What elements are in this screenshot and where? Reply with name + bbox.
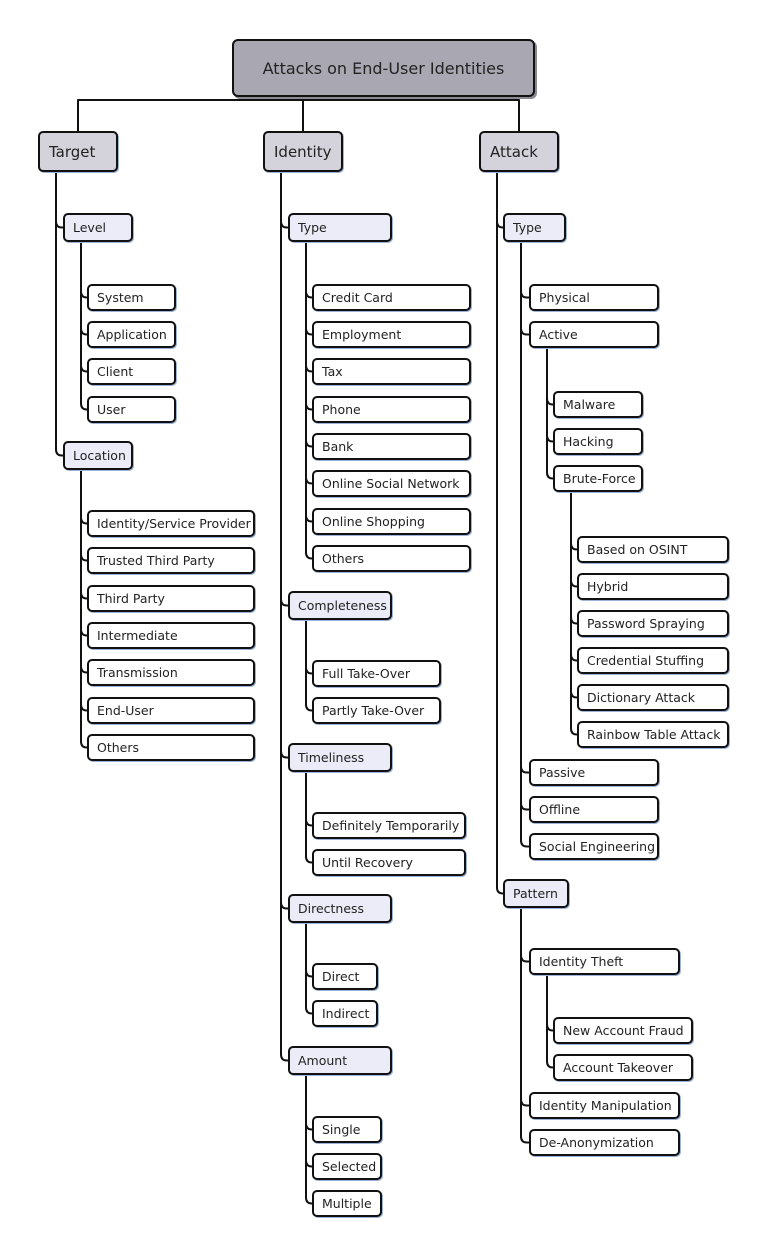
- group-node-identity-directness: Directness: [288, 894, 392, 923]
- group-node-identity-amount: Amount: [288, 1046, 392, 1075]
- connector-leaf-node-attack-type-physical: [520, 242, 529, 299]
- leaf-node-identity-theft-account-takeover: Account Takeover: [553, 1054, 693, 1081]
- leaf-node-brute-force-hybrid: Hybrid: [577, 573, 729, 600]
- leaf-node-target-location-others: Others: [87, 734, 255, 761]
- leaf-node-attack-active-hacking: Hacking: [553, 428, 643, 455]
- connector-group-node-target-location: [55, 172, 63, 457]
- connector-group-node-attack-pattern: [496, 172, 504, 895]
- group-node-attack-pattern: Pattern: [503, 879, 569, 908]
- root-node: Attacks on End-User Identities: [232, 39, 535, 97]
- connector-group-node-target-level: [55, 172, 63, 229]
- leaf-node-brute-force-based-on-osint: Based on OSINT: [577, 536, 729, 563]
- leaf-node-target-level-system: System: [87, 284, 176, 311]
- leaf-node-brute-force-rainbow-table-attack: Rainbow Table Attack: [577, 721, 729, 748]
- leaf-node-target-level-client: Client: [87, 358, 176, 385]
- leaf-node-identity-type-bank: Bank: [312, 433, 471, 460]
- leaf-node-identity-directness-direct: Direct: [312, 963, 378, 990]
- leaf-node-identity-type-tax: Tax: [312, 358, 471, 385]
- leaf-node-target-level-application: Application: [87, 321, 176, 348]
- leaf-node-identity-directness-indirect: Indirect: [312, 1000, 378, 1027]
- connector-leaf-node-attack-type-social-engineering: [520, 242, 529, 848]
- leaf-node-identity-timeliness-until-recovery: Until Recovery: [312, 849, 466, 876]
- leaf-node-pattern-identity-theft: Identity Theft: [529, 948, 680, 975]
- connector-group-node-identity-directness: [280, 172, 288, 910]
- connector-leaf-node-attack-type-offline: [520, 242, 529, 811]
- connector-leaf-node-target-location-third-party: [80, 470, 88, 600]
- leaf-node-attack-type-passive: Passive: [529, 759, 659, 786]
- group-node-attack-type: Type: [503, 213, 566, 242]
- category-node-identity: Identity: [263, 131, 343, 172]
- leaf-node-attack-type-offline: Offline: [529, 796, 659, 823]
- connector-group-node-identity-completeness: [280, 172, 288, 607]
- connector-group-node-identity-type: [280, 172, 288, 229]
- leaf-node-identity-completeness-full-take-over: Full Take-Over: [312, 660, 441, 687]
- category-node-attack: Attack: [479, 131, 559, 172]
- connector-group-node-identity-timeliness: [280, 172, 288, 759]
- leaf-node-identity-completeness-partly-take-over: Partly Take-Over: [312, 697, 441, 724]
- group-node-target-level: Level: [63, 213, 133, 242]
- leaf-node-target-location-transmission: Transmission: [87, 659, 255, 686]
- leaf-node-attack-active-malware: Malware: [553, 391, 643, 418]
- leaf-node-pattern-identity-manipulation: Identity Manipulation: [529, 1092, 680, 1119]
- leaf-node-target-location-trusted-third-party: Trusted Third Party: [87, 547, 255, 574]
- leaf-node-identity-type-online-social-network: Online Social Network: [312, 470, 471, 497]
- connector-group-node-identity-amount: [280, 172, 288, 1062]
- leaf-node-brute-force-password-spraying: Password Spraying: [577, 610, 729, 637]
- leaf-node-pattern-de-anonymization: De-Anonymization: [529, 1129, 680, 1156]
- connector-leaf-node-identity-amount-multiple: [305, 1075, 313, 1205]
- group-node-target-location: Location: [63, 441, 133, 470]
- connector-leaf-node-attack-type-passive: [520, 242, 529, 774]
- leaf-node-attack-type-social-engineering: Social Engineering: [529, 833, 659, 860]
- leaf-node-target-location-intermediate: Intermediate: [87, 622, 255, 649]
- leaf-node-attack-type-active: Active: [529, 321, 659, 348]
- leaf-node-identity-amount-multiple: Multiple: [312, 1190, 382, 1217]
- connector-leaf-node-pattern-de-anonymization: [520, 908, 529, 1144]
- leaf-node-target-location-identity-service-provider: Identity/Service Provider: [87, 510, 255, 537]
- leaf-node-identity-type-credit-card: Credit Card: [312, 284, 471, 311]
- leaf-node-identity-amount-selected: Selected: [312, 1153, 382, 1180]
- leaf-node-attack-active-brute-force: Brute-Force: [553, 465, 643, 492]
- connector-leaf-node-pattern-identity-theft: [520, 908, 529, 963]
- group-node-identity-timeliness: Timeliness: [288, 743, 392, 772]
- connector-leaf-node-attack-type-active: [520, 242, 529, 336]
- category-bar-connector: [77, 99, 520, 131]
- leaf-node-target-level-user: User: [87, 396, 176, 423]
- group-node-identity-completeness: Completeness: [288, 591, 392, 620]
- leaf-node-target-location-third-party: Third Party: [87, 585, 255, 612]
- leaf-node-target-location-end-user: End-User: [87, 697, 255, 724]
- leaf-node-identity-type-online-shopping: Online Shopping: [312, 508, 471, 535]
- leaf-node-brute-force-credential-stuffing: Credential Stuffing: [577, 647, 729, 674]
- leaf-node-identity-timeliness-definitely-temporarily: Definitely Temporarily: [312, 812, 466, 839]
- connector-leaf-node-pattern-identity-manipulation: [520, 908, 529, 1107]
- leaf-node-brute-force-dictionary-attack: Dictionary Attack: [577, 684, 729, 711]
- leaf-node-identity-type-phone: Phone: [312, 396, 471, 423]
- leaf-node-identity-amount-single: Single: [312, 1116, 382, 1143]
- leaf-node-attack-type-physical: Physical: [529, 284, 659, 311]
- group-node-identity-type: Type: [288, 213, 392, 242]
- category-node-target: Target: [38, 131, 118, 172]
- leaf-node-identity-type-others: Others: [312, 545, 471, 572]
- leaf-node-identity-theft-new-account-fraud: New Account Fraud: [553, 1017, 693, 1044]
- leaf-node-identity-type-employment: Employment: [312, 321, 471, 348]
